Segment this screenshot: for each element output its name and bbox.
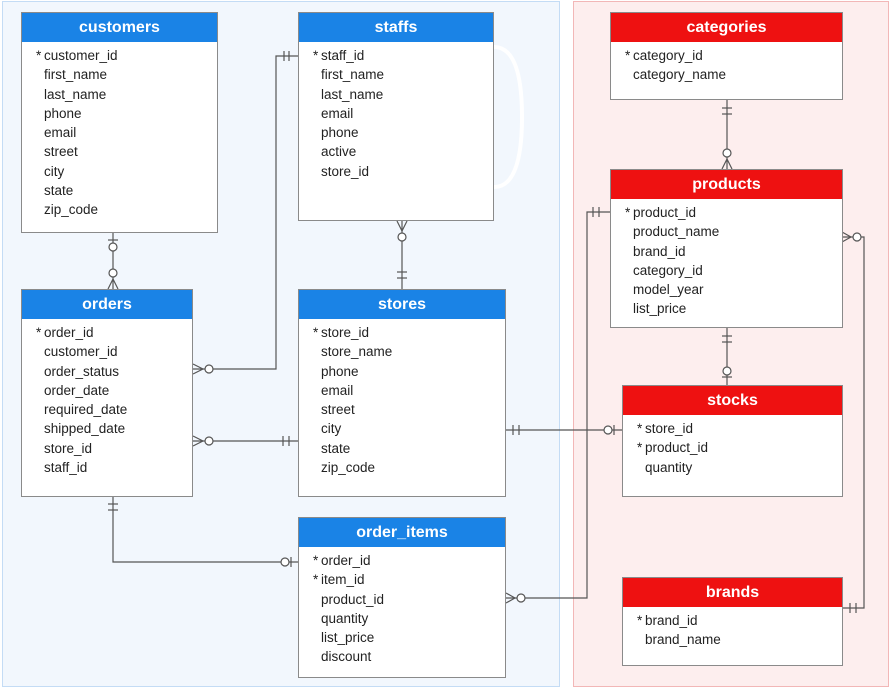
column-stocks-quantity: quantity xyxy=(645,459,693,475)
column-customers-state: state xyxy=(44,183,74,199)
table-header-stores: stores xyxy=(299,290,505,319)
column-staffs-first-name: first_name xyxy=(321,67,385,83)
column-orders-order-id: order_id xyxy=(22,323,192,343)
column-stores-email: email xyxy=(321,382,354,398)
table-header-products: products xyxy=(611,170,842,199)
column-staffs-last-name: last_name xyxy=(321,86,384,102)
column-stores-state: state xyxy=(321,440,351,456)
column-orders-order-date: order_date xyxy=(44,382,110,398)
table-header-customers: customers xyxy=(22,13,217,42)
table-header-stocks: stocks xyxy=(623,386,842,415)
column-brands-brand-id: brand_id xyxy=(623,611,842,631)
column-stocks-product-id: product_id xyxy=(623,438,842,458)
column-staffs-store-id: store_id xyxy=(321,163,370,179)
column-order-items-item-id: item_id xyxy=(299,570,505,590)
column-categories-category-id: category_id xyxy=(611,46,842,66)
column-order-items-quantity: quantity xyxy=(321,610,369,626)
column-staffs-email: email xyxy=(321,105,354,121)
column-customers-last-name: last_name xyxy=(44,86,107,102)
column-orders-order-status: order_status xyxy=(44,363,120,379)
production-schema-region xyxy=(573,1,889,687)
column-orders-customer-id: customer_id xyxy=(44,344,118,360)
column-customers-customer-id: customer_id xyxy=(22,46,217,66)
column-products-model-year: model_year xyxy=(633,282,704,298)
column-staffs-phone: phone xyxy=(321,125,359,141)
column-products-product-id: product_id xyxy=(611,203,842,223)
column-orders-shipped-date: shipped_date xyxy=(44,421,126,437)
column-stores-store-id: store_id xyxy=(299,323,505,343)
column-order-items-product-id: product_id xyxy=(321,591,385,607)
column-stores-zip-code: zip_code xyxy=(321,460,376,476)
column-stores-phone: phone xyxy=(321,363,359,379)
column-customers-zip-code: zip_code xyxy=(44,202,99,218)
table-order-items[interactable]: order_items order_iditem_idproduct_idqua… xyxy=(298,517,506,678)
table-header-orders: orders xyxy=(22,290,192,319)
column-orders-required-date: required_date xyxy=(44,402,128,418)
table-header-categories: categories xyxy=(611,13,842,42)
column-staffs-active: active xyxy=(321,144,357,160)
column-products-category-id: category_id xyxy=(633,262,703,278)
table-header-brands: brands xyxy=(623,578,842,607)
column-products-list-price: list_price xyxy=(633,301,687,317)
column-staffs-staff-id: staff_id xyxy=(299,46,493,66)
table-header-staffs: staffs xyxy=(299,13,493,42)
table-header-order-items: order_items xyxy=(299,518,505,547)
column-products-brand-id: brand_id xyxy=(633,243,686,259)
column-stocks-store-id: store_id xyxy=(623,419,842,439)
table-orders[interactable]: orders order_idcustomer_idorder_statusor… xyxy=(21,289,193,497)
column-categories-category-name: category_name xyxy=(633,67,727,83)
column-order-items-order-id: order_id xyxy=(299,551,505,571)
column-order-items-discount: discount xyxy=(321,649,372,665)
column-customers-phone: phone xyxy=(44,105,82,121)
column-stores-city: city xyxy=(321,421,342,437)
column-order-items-list-price: list_price xyxy=(321,630,375,646)
column-products-product-name: product_name xyxy=(633,224,720,240)
column-brands-brand-name: brand_name xyxy=(645,632,721,648)
column-customers-email: email xyxy=(44,125,77,141)
column-customers-first-name: first_name xyxy=(44,67,108,83)
column-orders-store-id: store_id xyxy=(44,440,93,456)
column-customers-city: city xyxy=(44,163,65,179)
column-stores-store-name: store_name xyxy=(321,344,393,360)
column-stores-street: street xyxy=(321,402,355,418)
column-customers-street: street xyxy=(44,144,78,160)
column-orders-staff-id: staff_id xyxy=(44,460,88,476)
